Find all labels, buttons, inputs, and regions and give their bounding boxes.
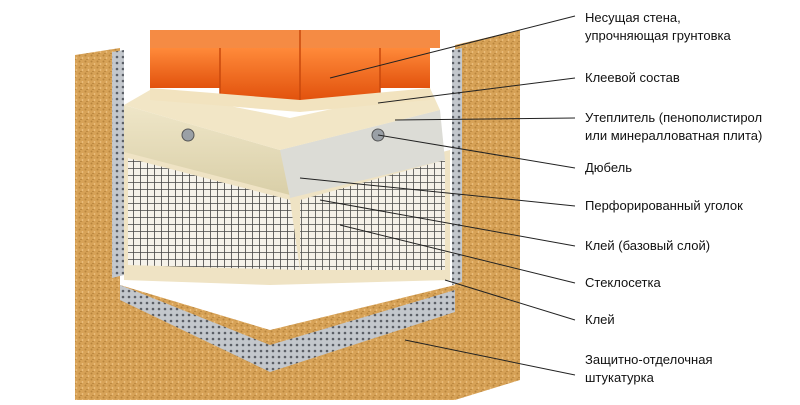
leader-line-dowel [377, 134, 576, 169]
perforated-corner-strip [112, 48, 462, 372]
label-glue: Клей [585, 311, 615, 329]
brick-wall [150, 30, 440, 112]
leader-line-adhesive [377, 77, 576, 104]
label-base-glue: Клей (базовый слой) [585, 237, 710, 255]
label-perforated-corner: Перфорированный уголок [585, 197, 743, 215]
label-line: Защитно-отделочная [585, 352, 713, 367]
label-line: штукатурка [585, 370, 654, 385]
label-adhesive: Клеевой состав [585, 69, 680, 87]
label-line: Перфорированный уголок [585, 198, 743, 213]
label-line: Стеклосетка [585, 275, 661, 290]
leader-line-wall [329, 15, 576, 79]
label-plaster: Защитно-отделочная штукатурка [585, 351, 712, 387]
label-mesh: Стеклосетка [585, 274, 661, 292]
leader-line-corner [299, 177, 576, 207]
fiberglass-mesh [128, 158, 445, 270]
leader-line-plaster [404, 339, 576, 376]
label-dowel: Дюбель [585, 159, 632, 177]
label-line: Клей [585, 312, 615, 327]
label-line: Утеплитель (пенополистирол [585, 110, 763, 125]
plaster-outer-right [455, 30, 520, 400]
label-line: Несущая стена, [585, 10, 681, 25]
leader-lines [299, 15, 576, 376]
leader-line-mesh [339, 224, 576, 284]
leader-line-base-glue [319, 199, 576, 247]
label-line: Клей (базовый слой) [585, 238, 711, 253]
label-line: Дюбель [585, 160, 633, 175]
label-line: или минералловатная плита) [585, 128, 763, 143]
label-bearing-wall: Несущая стена, упрочняющая грунтовка [585, 9, 731, 45]
label-line: упрочняющая грунтовка [585, 28, 731, 43]
insulation-layer [124, 105, 445, 198]
label-insulation: Утеплитель (пенополистирол или минералло… [585, 109, 762, 145]
label-line: Клеевой состав [585, 70, 680, 85]
leader-line-glue [444, 279, 576, 321]
plaster-outer-left [75, 48, 120, 400]
leader-line-insulation [394, 117, 576, 121]
